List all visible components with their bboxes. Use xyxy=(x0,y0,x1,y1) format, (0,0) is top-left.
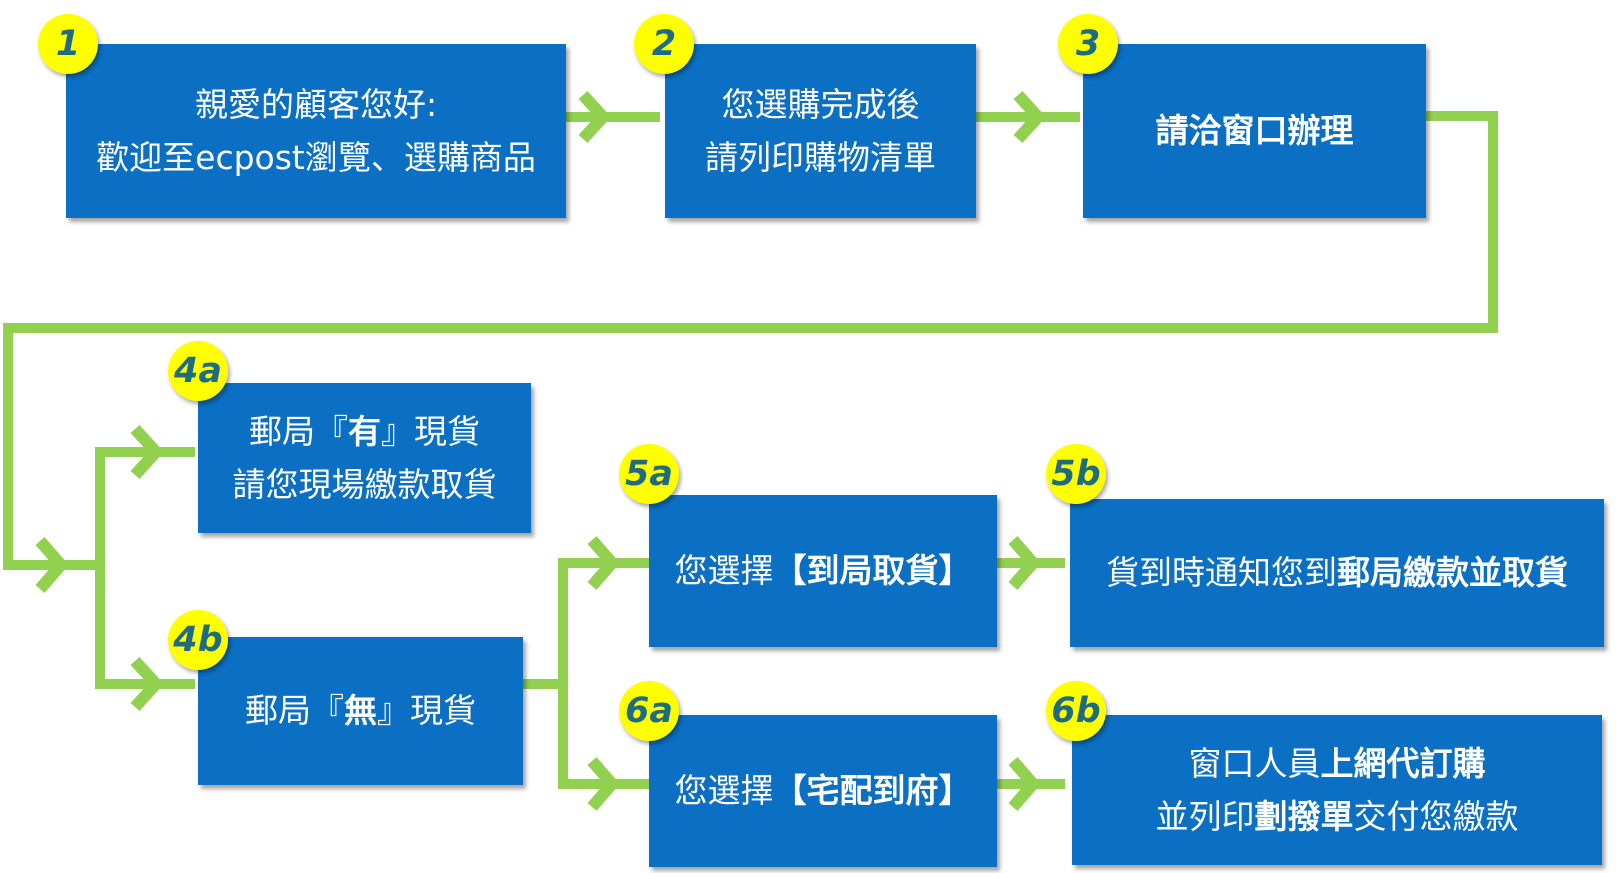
arrow-to-4b xyxy=(130,656,165,712)
step-4b-box: 郵局『無』現貨 xyxy=(198,637,523,785)
step-6b-line1-bold: 上網代訂購 xyxy=(1320,743,1486,783)
arrow-branch xyxy=(35,537,69,593)
step-3-badge: 3 xyxy=(1058,14,1118,74)
step-5b-line1-pre: 貨到時通知您到 xyxy=(1106,553,1337,593)
step-6a-line1-bold: 【宅配到府】 xyxy=(773,771,972,811)
step-6a-line1-pre: 您選擇 xyxy=(674,771,774,811)
step-4b-line1-post: 』現貨 xyxy=(377,691,476,731)
step-1-box: 親愛的顧客您好: 歡迎至ecpost瀏覽、選購商品 xyxy=(66,44,566,218)
step-6b-line2-pre: 並列印 xyxy=(1155,797,1255,836)
arrow-to-6a xyxy=(587,757,620,811)
step-6b-line2-bold: 劃撥單 xyxy=(1254,797,1354,836)
step-4b-badge: 4b xyxy=(168,610,228,670)
arrow-to-4a xyxy=(130,424,165,480)
arrow-2-3 xyxy=(1013,90,1047,144)
step-4a-line2: 請您現場繳款取貨 xyxy=(232,465,497,504)
step-3-line1: 請洽窗口辦理 xyxy=(1155,111,1354,151)
arrow-to-5a xyxy=(587,536,620,590)
step-5a-box: 您選擇【到局取貨】 xyxy=(649,495,997,647)
step-2-line1: 您選購完成後 xyxy=(721,84,920,124)
step-6a-box: 您選擇【宅配到府】 xyxy=(649,715,997,867)
step-4a-box: 郵局『有』現貨 請您現場繳款取貨 xyxy=(198,383,531,533)
step-6a-badge: 6a xyxy=(619,681,679,741)
step-5a-badge: 5a xyxy=(619,444,679,504)
step-5a-line1-pre: 您選擇 xyxy=(674,551,774,591)
step-1-line1: 親愛的顧客您好: xyxy=(194,84,438,124)
step-3-box: 請洽窗口辦理 xyxy=(1083,44,1426,218)
step-4a-line1-bold: 有 xyxy=(348,411,381,451)
step-6b-box: 窗口人員上網代訂購 並列印劃撥單交付您繳款 xyxy=(1072,715,1602,865)
step-5b-badge: 5b xyxy=(1046,444,1106,504)
step-1-badge: 1 xyxy=(38,14,98,74)
step-6b-badge: 6b xyxy=(1046,681,1106,741)
arrow-6a-6b xyxy=(1008,757,1041,811)
step-5b-box: 貨到時通知您到郵局繳款並取貨 xyxy=(1070,499,1604,647)
step-4b-line1-bold: 無 xyxy=(344,691,377,731)
arrow-1-2 xyxy=(578,90,612,144)
step-6b-line1-pre: 窗口人員 xyxy=(1188,743,1321,783)
step-4a-line1-post: 』現貨 xyxy=(381,411,480,451)
step-5a-line1-bold: 【到局取貨】 xyxy=(773,551,972,591)
step-4a-badge: 4a xyxy=(168,341,228,401)
step-4a-line1-pre: 郵局『 xyxy=(249,411,348,451)
step-2-box: 您選購完成後 請列印購物清單 xyxy=(665,44,976,218)
step-6b-line2-post: 交付您繳款 xyxy=(1353,797,1519,836)
arrow-5a-5b xyxy=(1008,536,1041,590)
step-1-line2: 歡迎至ecpost瀏覽、選購商品 xyxy=(96,138,536,177)
step-2-line2: 請列印購物清單 xyxy=(705,138,936,177)
step-2-badge: 2 xyxy=(634,14,694,74)
step-5b-line1-bold: 郵局繳款並取貨 xyxy=(1337,553,1568,593)
step-4b-line1-pre: 郵局『 xyxy=(245,691,344,731)
